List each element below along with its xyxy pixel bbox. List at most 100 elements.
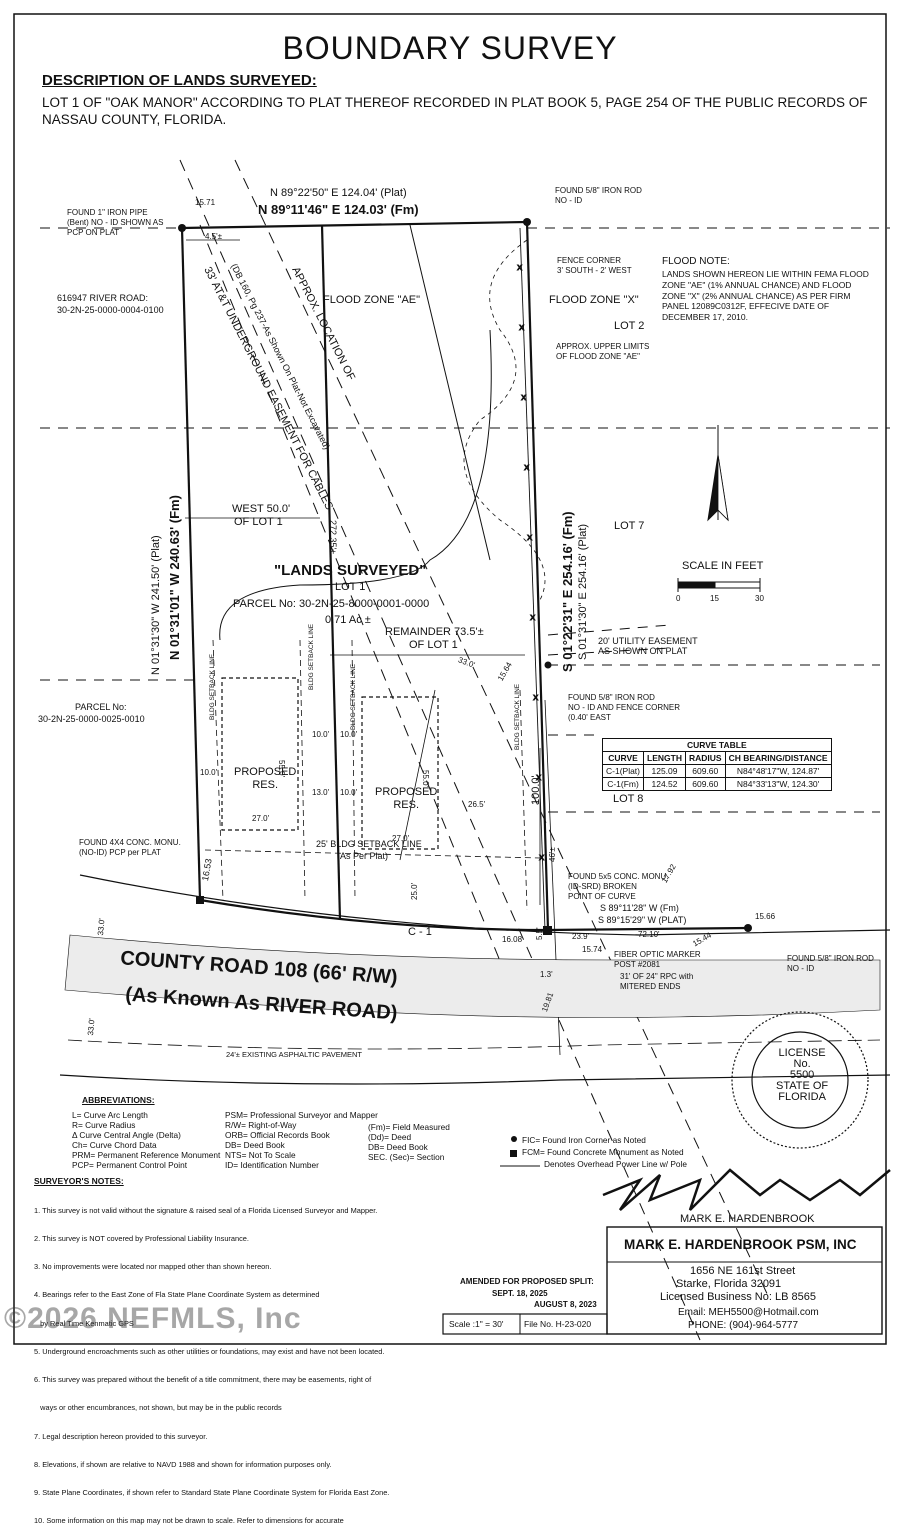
neighbor-address: 616947 RIVER ROAD: [57,293,149,303]
note-line: 1. This survey is not valid without the … [34,1205,378,1215]
south-line-plat: S 89°15'29" W (PLAT) [598,915,687,925]
curve-table-header: CH BEARING/DISTANCE [724,751,832,765]
abbrev-item: PSM= Professional Surveyor and Mapper [225,1110,378,1120]
flood-note-line: DECEMBER 17, 2010. [662,312,748,323]
company-address-1: 1656 NE 161st Street [690,1265,796,1277]
abbreviations-col-3: (Fm)= Field Measured (Dd)= Deed DB= Deed… [368,1122,450,1162]
remainder-sub: OF LOT 1 [409,639,458,651]
dim-25-0: 25.0' [410,882,419,900]
north-arrow-icon [707,425,729,522]
curve-table-header: LENGTH [643,751,686,765]
company-name: MARK E. HARDENBROOK PSM, INC [624,1237,857,1252]
dim-27-0-a: 27.0' [252,814,270,823]
company-license: Licensed Business No: LB 8565 [660,1291,816,1303]
proposed-res-1: PROPOSED RES. [234,766,297,791]
svg-text:x: x [524,463,530,473]
dim-33-0-c: 33.0' [86,1017,97,1036]
east-line-plat: S 01°31'30" E 254.16' (Plat) [577,523,589,660]
company-address-2: Starke, Florida 32091 [676,1278,782,1290]
flood-note-line: ZONE "X" (2% ANNUAL CHANCE) AS PER FIRM [662,290,851,301]
dim-10-0-d: 10.0' [340,788,358,797]
dim-15-71: 15.71 [195,198,216,207]
seal-line: FLORIDA [778,1091,826,1103]
scale-label: SCALE IN FEET [682,560,764,572]
flood-zone-ae-label: FLOOD ZONE "AE" [323,294,421,306]
flood-zone-x-label: FLOOD ZONE "X" [549,294,639,306]
note-line: 3. No improvements were located nor mapp… [34,1262,272,1272]
parcel-sw-number: 30-2N-25-0000-0025-0010 [38,714,145,724]
abbrev-item: PCP= Permanent Control Point [72,1160,188,1170]
abbrev-item: DB= Deed Book [225,1140,285,1150]
dim-10-0-a: 10.0' [200,768,218,777]
svg-text:x: x [530,613,536,623]
abbrev-item: ID= Identification Number [225,1160,319,1170]
setback-line-label-4: BLDG SETBACK LINE [514,683,521,750]
table-cell: 125.09 [643,764,686,778]
abbrev-item: R/W= Right-of-Way [225,1120,297,1130]
table-cell: 609.60 [684,777,726,791]
note-line: 10. Some information on this map may not… [34,1516,344,1526]
neighbor-parcel: 30-2N-25-0000-0004-0100 [57,305,164,315]
found-4x4-note: FOUND 4X4 CONC. MONU. (NO-ID) PCP per PL… [79,838,181,857]
table-row: C-1(Plat) 125.09 609.60 N84°48'17"W, 124… [601,764,832,778]
svg-text:x: x [533,693,539,703]
page-title: BOUNDARY SURVEY [282,30,618,66]
legend-item: FIC= Found Iron Corner as Noted [522,1135,646,1145]
note-line: 8. Elevations, if shown are relative to … [34,1459,332,1469]
legend-item: Denotes Overhead Power Line w/ Pole [544,1159,687,1169]
north-line-plat: N 89°22'50" E 124.04' (Plat) [270,187,407,199]
surveyor-notes: 1. This survey is not valid without the … [34,1187,389,1535]
dim-27-0-b: 27.0' [392,834,410,843]
table-cell: C-1(Plat) [601,764,645,778]
svg-text:x: x [519,323,525,333]
abbrev-item: Ch= Curve Chord Data [72,1140,157,1150]
setback-line-label-1: BLDG SETBACK LINE [209,653,216,720]
parcel-number: PARCEL No: 30-2N-25-8000-0001-0000 [233,598,430,610]
seal-line: No. [793,1058,811,1070]
dim-272-35: 272.35'± [328,520,338,555]
amended-date-1: SEPT. 18, 2025 [492,1289,548,1298]
setback-25-label: 25' BLDG SETBACK LINE [316,839,422,849]
scale-thirty: 30 [755,594,764,603]
abbreviations-col-1: L= Curve Arc Length R= Curve Radius Δ Cu… [72,1110,220,1170]
dim-23-9: 23.9' [572,932,590,941]
note-line: 9. State Plane Coordinates, if shown ref… [34,1488,390,1497]
surveyor-seal [731,1011,869,1149]
sheet-border [13,13,887,1345]
flood-note-body: LANDS SHOWN HEREON LIE WITHIN FEMA FLOOD… [662,269,869,323]
seal-line: STATE OF [776,1080,829,1092]
table-cell: N84°48'17"W, 124.87' [724,764,832,778]
company-phone: PHONE: (904)-964-5777 [688,1320,799,1331]
curve-table-title: CURVE TABLE [602,738,832,752]
scale-box: Scale :1" = 30' [449,1319,504,1329]
table-cell: 609.60 [684,764,726,778]
company-email: Email: MEH5500@Hotmail.com [678,1307,819,1318]
note-line: 5. Underground encroachments such as oth… [34,1346,385,1356]
abbrev-item: (Fm)= Field Measured [368,1122,450,1132]
survey-drawing: x x x x x x x x x [13,13,891,1345]
setback-line-label-2: BLDG SETBACK LINE [308,623,315,690]
legend: FIC= Found Iron Corner as Noted FCM= Fou… [522,1134,687,1170]
upper-limits-note: APPROX. UPPER LIMITS OF FLOOD ZONE "AE" [556,342,650,361]
lot-8-label: LOT 8 [613,793,644,805]
abbrev-item: Δ Curve Central Angle (Delta) [72,1130,181,1140]
easement-curve [219,329,492,641]
west-line-plat: N 01°31'30" W 241.50' (Plat) [150,535,162,675]
road-edge [67,1039,881,1050]
dim-10-0-c: 10.0' [340,730,358,739]
found-rod-mid-note: FOUND 5/8" IRON ROD NO - ID AND FENCE CO… [568,693,681,722]
monuments [178,218,752,935]
lot-1-label: LOT 1 [335,581,366,593]
dim-33-0-b: 33.0' [96,917,107,936]
svg-text:x: x [539,853,545,863]
amended-heading: AMENDED FOR PROPOSED SPLIT: [460,1277,594,1286]
abbrev-item: ORB= Official Records Book [225,1130,330,1140]
curve-table: CURVE TABLE CURVE LENGTH RADIUS CH BEARI… [601,738,832,791]
abbrev-item: SEC. (Sec)= Section [368,1152,445,1162]
table-cell: C-1(Fm) [601,777,645,791]
svg-text:x: x [517,263,523,273]
seal-line: 5500 [789,1069,815,1081]
south-line-fm: S 89°11'28" W (Fm) [600,903,679,913]
found-rod-se-note: FOUND 5/8" IRON ROD NO - ID [787,954,874,973]
signature-image [602,1168,891,1211]
